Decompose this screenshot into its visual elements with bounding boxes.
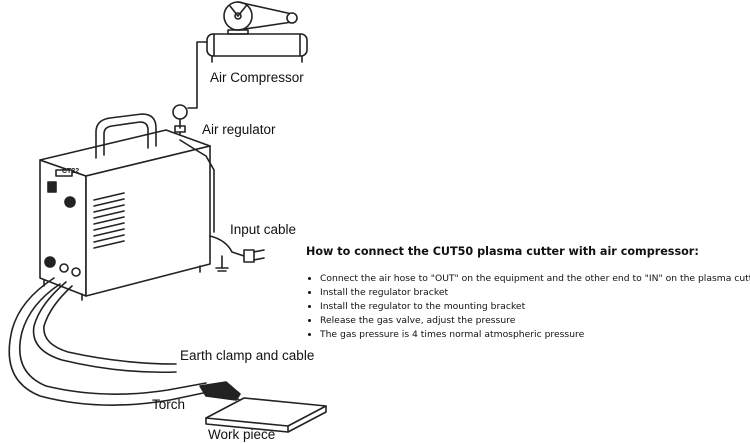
- label-air-compressor: Air Compressor: [210, 70, 304, 85]
- plasma-cutter-icon: [39, 113, 211, 301]
- air-compressor-icon: [206, 1, 308, 63]
- instruction-step: The gas pressure is 4 times normal atmos…: [320, 328, 750, 342]
- instruction-step: Install the regulator to the mounting br…: [320, 300, 750, 314]
- svg-text:CT32: CT32: [62, 168, 79, 175]
- connection-diagram: CT32: [8, 1, 327, 433]
- earth-cable: [32, 281, 177, 374]
- instruction-step: Install the regulator bracket: [320, 286, 750, 300]
- instruction-step: Connect the air hose to "OUT" on the equ…: [320, 272, 750, 286]
- air-regulator-icon: [172, 104, 188, 141]
- instructions-title: How to connect the CUT50 plasma cutter w…: [306, 245, 699, 258]
- label-earth-clamp: Earth clamp and cable: [180, 348, 315, 363]
- label-input-cable: Input cable: [230, 222, 297, 237]
- label-air-regulator: Air regulator: [202, 122, 276, 137]
- torch-icon: [199, 381, 247, 405]
- torch-hose: [8, 277, 209, 406]
- instruction-step: Release the gas valve, adjust the pressu…: [320, 314, 750, 328]
- instructions-panel: How to connect the CUT50 plasma cutter w…: [306, 245, 750, 342]
- input-cable-icon: [209, 235, 265, 272]
- label-torch: Torch: [152, 397, 186, 412]
- label-work-piece: Work piece: [208, 427, 276, 442]
- instructions-list: Connect the air hose to "OUT" on the equ…: [306, 272, 750, 342]
- work-piece-icon: [205, 397, 327, 433]
